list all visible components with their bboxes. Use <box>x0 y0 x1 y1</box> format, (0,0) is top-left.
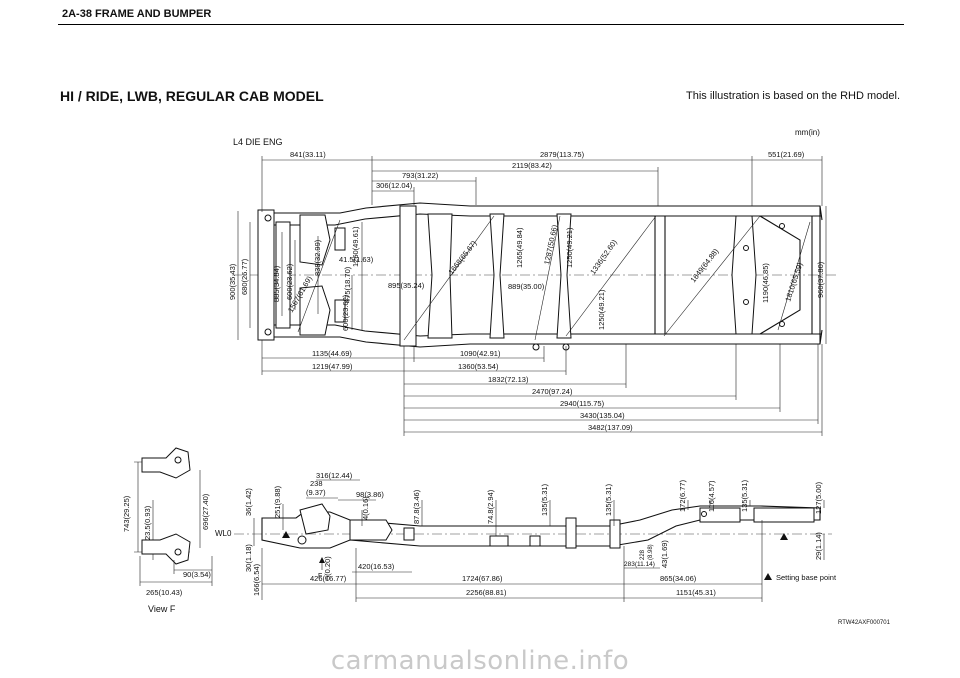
dim-1260: 1260(49.61) <box>351 226 360 267</box>
dim-238-b: (9.37) <box>306 488 326 497</box>
dim-5: 5(0.20) <box>323 556 332 580</box>
dim-2256: 2256(88.81) <box>466 588 507 597</box>
diagonal-dimensions <box>297 215 811 341</box>
waterline-label: WL0 <box>215 529 232 538</box>
unit-label: mm(in) <box>795 128 820 137</box>
dim-551: 551(21.69) <box>768 150 805 159</box>
dim-238-a: 238 <box>310 479 323 488</box>
header-rule <box>58 24 904 25</box>
setting-base-point-label: Setting base point <box>776 573 837 582</box>
rhd-note: This illustration is based on the RHD mo… <box>686 90 900 102</box>
dim-1190: 1190(46.85) <box>761 263 770 303</box>
dim-743: 743(29.25) <box>122 495 131 532</box>
dim-98: 98(3.86) <box>356 490 384 499</box>
dim-30: 30(1.18) <box>244 544 253 572</box>
f-marker: F <box>318 573 322 580</box>
dim-1250-a: 1250(49.21) <box>565 227 574 268</box>
setting-base-point-icon <box>764 573 772 580</box>
dim-838: 838(32.99) <box>313 239 322 276</box>
dim-900: 900(35.43) <box>228 263 237 300</box>
dim-1090: 1090(42.91) <box>460 349 501 358</box>
dim-74-8: 74.8(2.94) <box>486 489 495 524</box>
dim-696: 696(27.40) <box>201 493 210 530</box>
dim-865: 865(34.06) <box>660 574 697 583</box>
dim-228-a: 228 <box>640 549 646 560</box>
dim-1287: 1287(50.66) <box>542 223 559 265</box>
dim-87-8: 87.8(3.46) <box>412 489 421 524</box>
dim-172: 172(6.77) <box>678 479 687 512</box>
view-f-label: View F <box>148 604 176 614</box>
dim-2470: 2470(97.24) <box>532 387 573 396</box>
dim-135-b: 135(5.31) <box>604 483 613 516</box>
dim-251: 251(9.88) <box>273 485 282 518</box>
dim-426: 426(16.77) <box>310 574 347 583</box>
dim-228-b: (8.98) <box>648 544 654 560</box>
dim-3482: 3482(137.09) <box>588 423 633 432</box>
dim-841: 841(33.11) <box>290 150 326 159</box>
dim-895: 895(35.24) <box>388 281 425 290</box>
dim-1360: 1360(53.54) <box>458 362 499 371</box>
dim-135-c: 135(5.31) <box>740 479 749 512</box>
section-header: 2A-38 FRAME AND BUMPER <box>62 8 212 20</box>
dim-116: 116(4.57) <box>707 480 716 512</box>
dim-420: 420(16.53) <box>358 562 395 571</box>
dim-600-b: 600(23.62) <box>341 294 350 331</box>
dim-1151: 1151(45.31) <box>676 588 716 597</box>
dim-1219: 1219(47.99) <box>312 362 353 371</box>
dim-889: 889(35.00) <box>508 282 545 291</box>
dim-1336: 1336(52.60) <box>588 237 619 276</box>
top-view-frame <box>232 202 838 351</box>
dim-4: 4(0.16) <box>361 496 370 520</box>
dim-265: 265(10.43) <box>146 588 183 597</box>
dim-316: 316(12.44) <box>316 471 353 480</box>
dim-43: 43(1.69) <box>660 540 669 568</box>
dim-127: 127(5.00) <box>814 481 823 514</box>
page-title: HI / RIDE, LWB, REGULAR CAB MODEL <box>60 88 324 104</box>
dim-600-a: 600(23.62) <box>285 263 294 300</box>
dim-283: 283(11.14) <box>624 561 655 568</box>
dim-680: 680(26.77) <box>240 258 249 295</box>
dim-1724: 1724(67.86) <box>462 574 503 583</box>
bottom-dimensions <box>261 340 823 436</box>
dim-90: 90(3.54) <box>183 570 211 579</box>
dim-885: 885(34.84) <box>272 265 281 302</box>
dim-1250-b: 1250(49.21) <box>597 289 606 330</box>
dim-306: 306(12.04) <box>376 181 413 190</box>
dim-3430: 3430(135.04) <box>580 411 625 420</box>
engine-label: L4 DIE ENG <box>233 137 283 147</box>
dim-29: 29(1.14) <box>814 532 823 560</box>
dim-1832: 1832(72.13) <box>488 375 529 384</box>
watermark: carmanualsonline.info <box>330 646 630 676</box>
side-view-frame <box>234 503 832 580</box>
dim-2119: 2119(83.42) <box>512 161 552 170</box>
view-f-drawing <box>134 447 213 586</box>
dim-1649: 1649(64.88) <box>688 246 720 284</box>
dim-1135: 1135(44.69) <box>312 349 352 358</box>
side-dimension-lines <box>253 479 825 602</box>
dim-2940: 2940(115.75) <box>560 399 605 408</box>
top-dimensions <box>261 156 823 212</box>
dim-475: 475(18.70) <box>343 266 352 303</box>
drawing-reference: RTW42AXF000701 <box>838 620 890 626</box>
dim-1265: 1265(49.84) <box>515 227 524 268</box>
dim-135-a: 135(5.31) <box>540 483 549 516</box>
dim-23-5: 23.5(0.93) <box>143 505 152 540</box>
dim-793: 793(31.22) <box>402 171 439 180</box>
dim-41-5: 41.5(1.63) <box>339 255 374 264</box>
dim-2879: 2879(113.75) <box>540 150 585 159</box>
dim-960: 960(37.80) <box>816 261 825 298</box>
dim-166: 166(6.54) <box>252 563 261 596</box>
dim-1810: 1810(65.59) <box>783 261 804 303</box>
dim-36: 36(1.42) <box>244 488 253 516</box>
left-dimensions <box>237 211 363 340</box>
